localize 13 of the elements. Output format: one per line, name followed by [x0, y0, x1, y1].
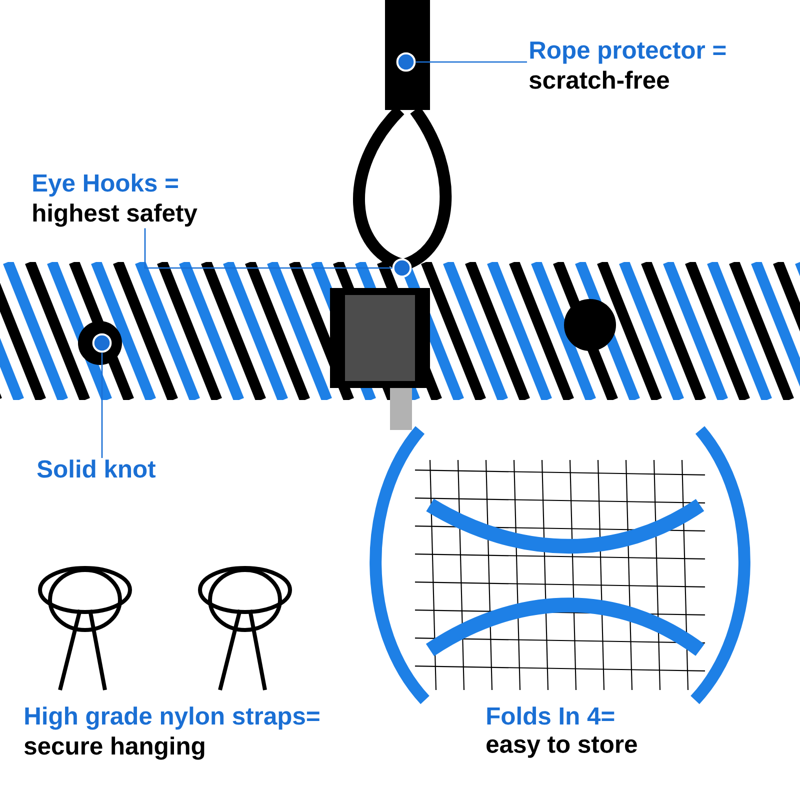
marker-dot	[92, 333, 112, 353]
leader-line	[416, 61, 527, 63]
callout-text: Rope protector = scratch-free	[529, 42, 726, 89]
callout-text: Solid knot	[37, 460, 156, 478]
caption-text: High grade nylon straps=	[25, 706, 320, 730]
caption-text: easy to store	[486, 736, 637, 758]
callout-text: Eye Hooks = highest safety	[33, 174, 198, 227]
leader-line	[144, 228, 392, 269]
leader-line	[101, 352, 103, 458]
marker-dot	[396, 52, 416, 72]
caption-text: Folds In 4=	[487, 706, 614, 725]
marker-dot	[392, 258, 412, 278]
caption-text: secure hanging	[24, 736, 204, 760]
